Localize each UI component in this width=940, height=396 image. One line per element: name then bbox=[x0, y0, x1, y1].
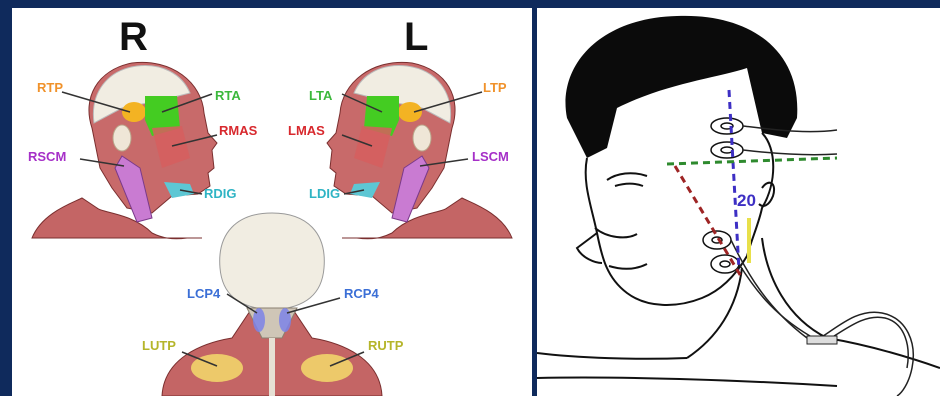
lead-wires bbox=[731, 126, 913, 396]
label-lcp4: LCP4 bbox=[187, 286, 221, 301]
label-lta: LTA bbox=[309, 88, 333, 103]
horizontal-guide-line bbox=[667, 158, 837, 164]
hair-shape bbox=[565, 16, 797, 158]
diagonal-guide-line bbox=[675, 166, 742, 278]
label-rtp: RTP bbox=[37, 80, 63, 95]
label-lmas: LMAS bbox=[288, 123, 325, 138]
muscle-map-figure: R L bbox=[12, 8, 532, 396]
label-rscm: RSCM bbox=[28, 149, 66, 164]
label-rta: RTA bbox=[215, 88, 241, 103]
label-rmas: RMAS bbox=[219, 123, 258, 138]
back-view-illustration bbox=[162, 213, 382, 396]
label-ldig: LDIG bbox=[309, 186, 340, 201]
left-side-letter: L bbox=[404, 15, 428, 59]
label-rcp4: RCP4 bbox=[344, 286, 379, 301]
muscle-map-panel: R L bbox=[12, 8, 532, 396]
label-rdig: RDIG bbox=[204, 186, 237, 201]
label-lutp: LUTP bbox=[142, 338, 176, 353]
connector-plug bbox=[807, 336, 837, 344]
electrode-placement-panel: 20 bbox=[537, 8, 940, 396]
electrode-placement-figure: 20 bbox=[537, 8, 940, 396]
right-side-letter: R bbox=[119, 15, 148, 59]
label-ltp: LTP bbox=[483, 80, 507, 95]
label-rutp: RUTP bbox=[368, 338, 404, 353]
measurement-label: 20 bbox=[737, 191, 756, 210]
label-lscm: LSCM bbox=[472, 149, 509, 164]
